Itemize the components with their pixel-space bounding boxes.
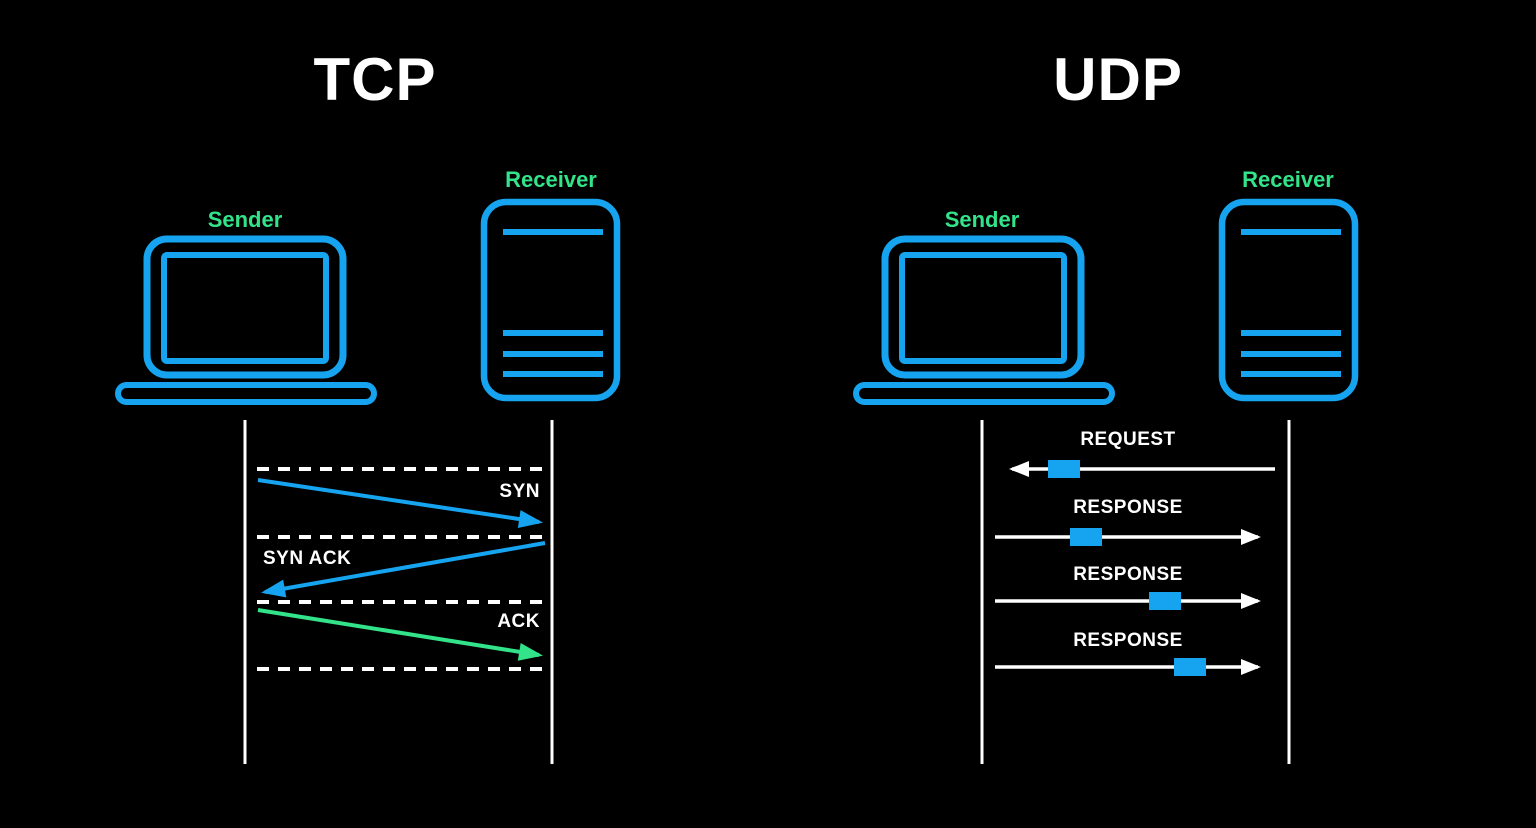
- udp-packet: [1149, 592, 1181, 610]
- udp-request-label: REQUEST: [1080, 429, 1175, 450]
- tcp-panel: TCP Sender Receiver SYN SYN ACK ACK: [118, 46, 617, 764]
- tcp-ack-label: ACK: [497, 611, 540, 632]
- udp-title: UDP: [1053, 46, 1183, 113]
- udp-packet: [1070, 528, 1102, 546]
- tcp-sender-label: Sender: [208, 207, 283, 232]
- udp-panel: UDP Sender Receiver REQUEST RESPONSE RES…: [856, 46, 1355, 764]
- udp-receiver-label: Receiver: [1242, 167, 1334, 192]
- udp-sender-label: Sender: [945, 207, 1020, 232]
- server-icon: [1222, 202, 1355, 398]
- udp-response-label: RESPONSE: [1073, 497, 1183, 518]
- udp-packet: [1174, 658, 1206, 676]
- tcp-syn-arrow: [257, 478, 543, 528]
- tcp-syn-label: SYN: [499, 481, 540, 502]
- udp-response-label: RESPONSE: [1073, 630, 1183, 651]
- tcp-title: TCP: [314, 46, 437, 113]
- udp-response-label: RESPONSE: [1073, 564, 1183, 585]
- tcp-ack-arrow: [257, 608, 543, 661]
- tcp-receiver-label: Receiver: [505, 167, 597, 192]
- server-icon: [484, 202, 617, 398]
- tcp-synack-label: SYN ACK: [263, 548, 351, 569]
- tcp-synack-arrow: [261, 541, 546, 598]
- udp-packet: [1048, 460, 1080, 478]
- laptop-icon: [118, 239, 374, 402]
- laptop-icon: [856, 239, 1112, 402]
